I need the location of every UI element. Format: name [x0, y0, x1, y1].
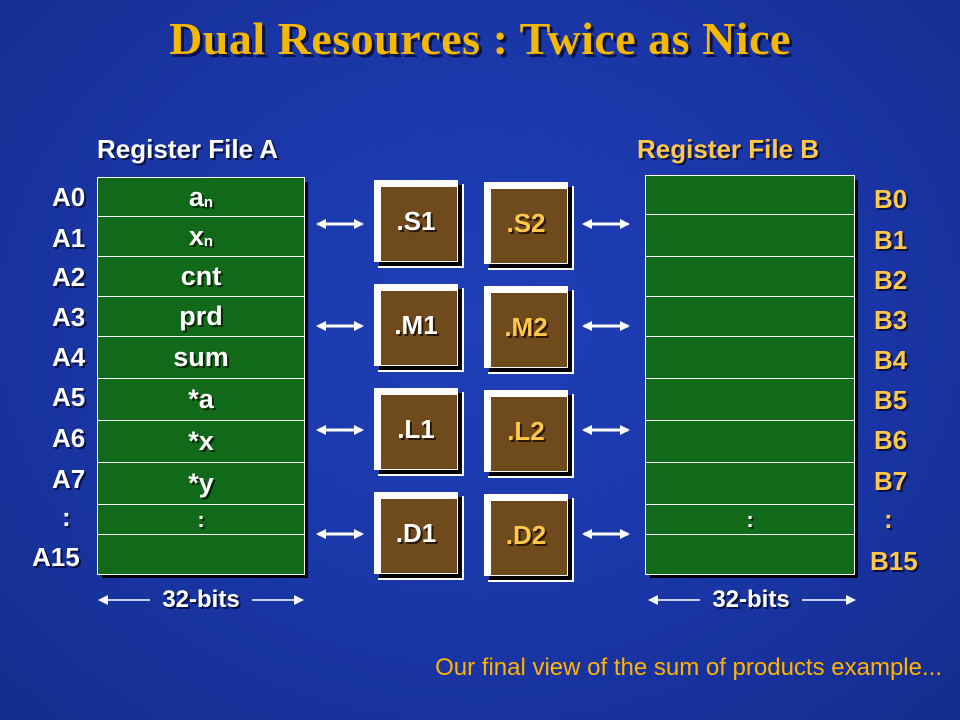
register-label-a7: A7: [52, 464, 86, 494]
register-a2-value: cnt: [98, 256, 304, 296]
register-a4-value: sum: [98, 336, 304, 378]
register-file-b-title: Register File B: [637, 134, 820, 164]
register-b6-value: [646, 420, 854, 462]
register-a3-value: prd: [98, 296, 304, 336]
register-a-width-label: 32-bits: [162, 586, 240, 613]
slide-title: Dual Resources : Twice as Nice: [169, 13, 791, 64]
register-label-b1: B1: [874, 225, 908, 255]
register-a5-value: *a: [98, 378, 304, 420]
register-b4-value: [646, 336, 854, 378]
register-label-a5: A5: [52, 382, 86, 412]
register-label-b3: B3: [874, 305, 908, 335]
unit-s2: .S2: [484, 182, 574, 270]
register-a7-value: *y: [98, 462, 304, 504]
register-b15-value: [646, 534, 854, 574]
register-label-a0: A0: [52, 182, 86, 212]
register-b-to-units-arrows: [582, 219, 630, 539]
register-b-width-label: 32-bits: [712, 586, 790, 613]
register-a15-value: [98, 534, 304, 574]
register-a6-value: *x: [98, 420, 304, 462]
register-label-a15: A15: [32, 542, 80, 572]
slide-caption: Our final view of the sum of products ex…: [435, 654, 942, 681]
register-label-b7: B7: [874, 466, 908, 496]
register-label-a2: A2: [52, 262, 86, 292]
register-label-a4: A4: [52, 342, 86, 372]
register-label-b6: B6: [874, 425, 908, 455]
unit-d2: .D2: [484, 494, 574, 582]
register-label-b-ellipsis: :: [884, 504, 893, 534]
register-label-a6: A6: [52, 423, 86, 453]
register-label-a3: A3: [52, 302, 86, 332]
register-file-a-title: Register File A: [97, 134, 279, 164]
register-b2-value: [646, 256, 854, 296]
register-label-b4: B4: [874, 345, 908, 375]
register-a-ellipsis: :: [98, 504, 304, 534]
register-b-ellipsis: :: [646, 504, 854, 534]
register-b3-value: [646, 296, 854, 336]
register-label-b15: B15: [870, 546, 918, 576]
register-a-to-units-arrows: [316, 219, 364, 539]
register-label-a-ellipsis: :: [62, 502, 71, 532]
register-label-b5: B5: [874, 385, 908, 415]
register-b5-value: [646, 378, 854, 420]
register-label-a1: A1: [52, 223, 86, 253]
unit-l2: .L2: [484, 390, 574, 478]
register-file-b: :: [645, 175, 855, 575]
register-label-b0: B0: [874, 184, 908, 214]
register-b7-value: [646, 462, 854, 504]
register-b1-value: [646, 214, 854, 256]
register-label-b2: B2: [874, 265, 908, 295]
